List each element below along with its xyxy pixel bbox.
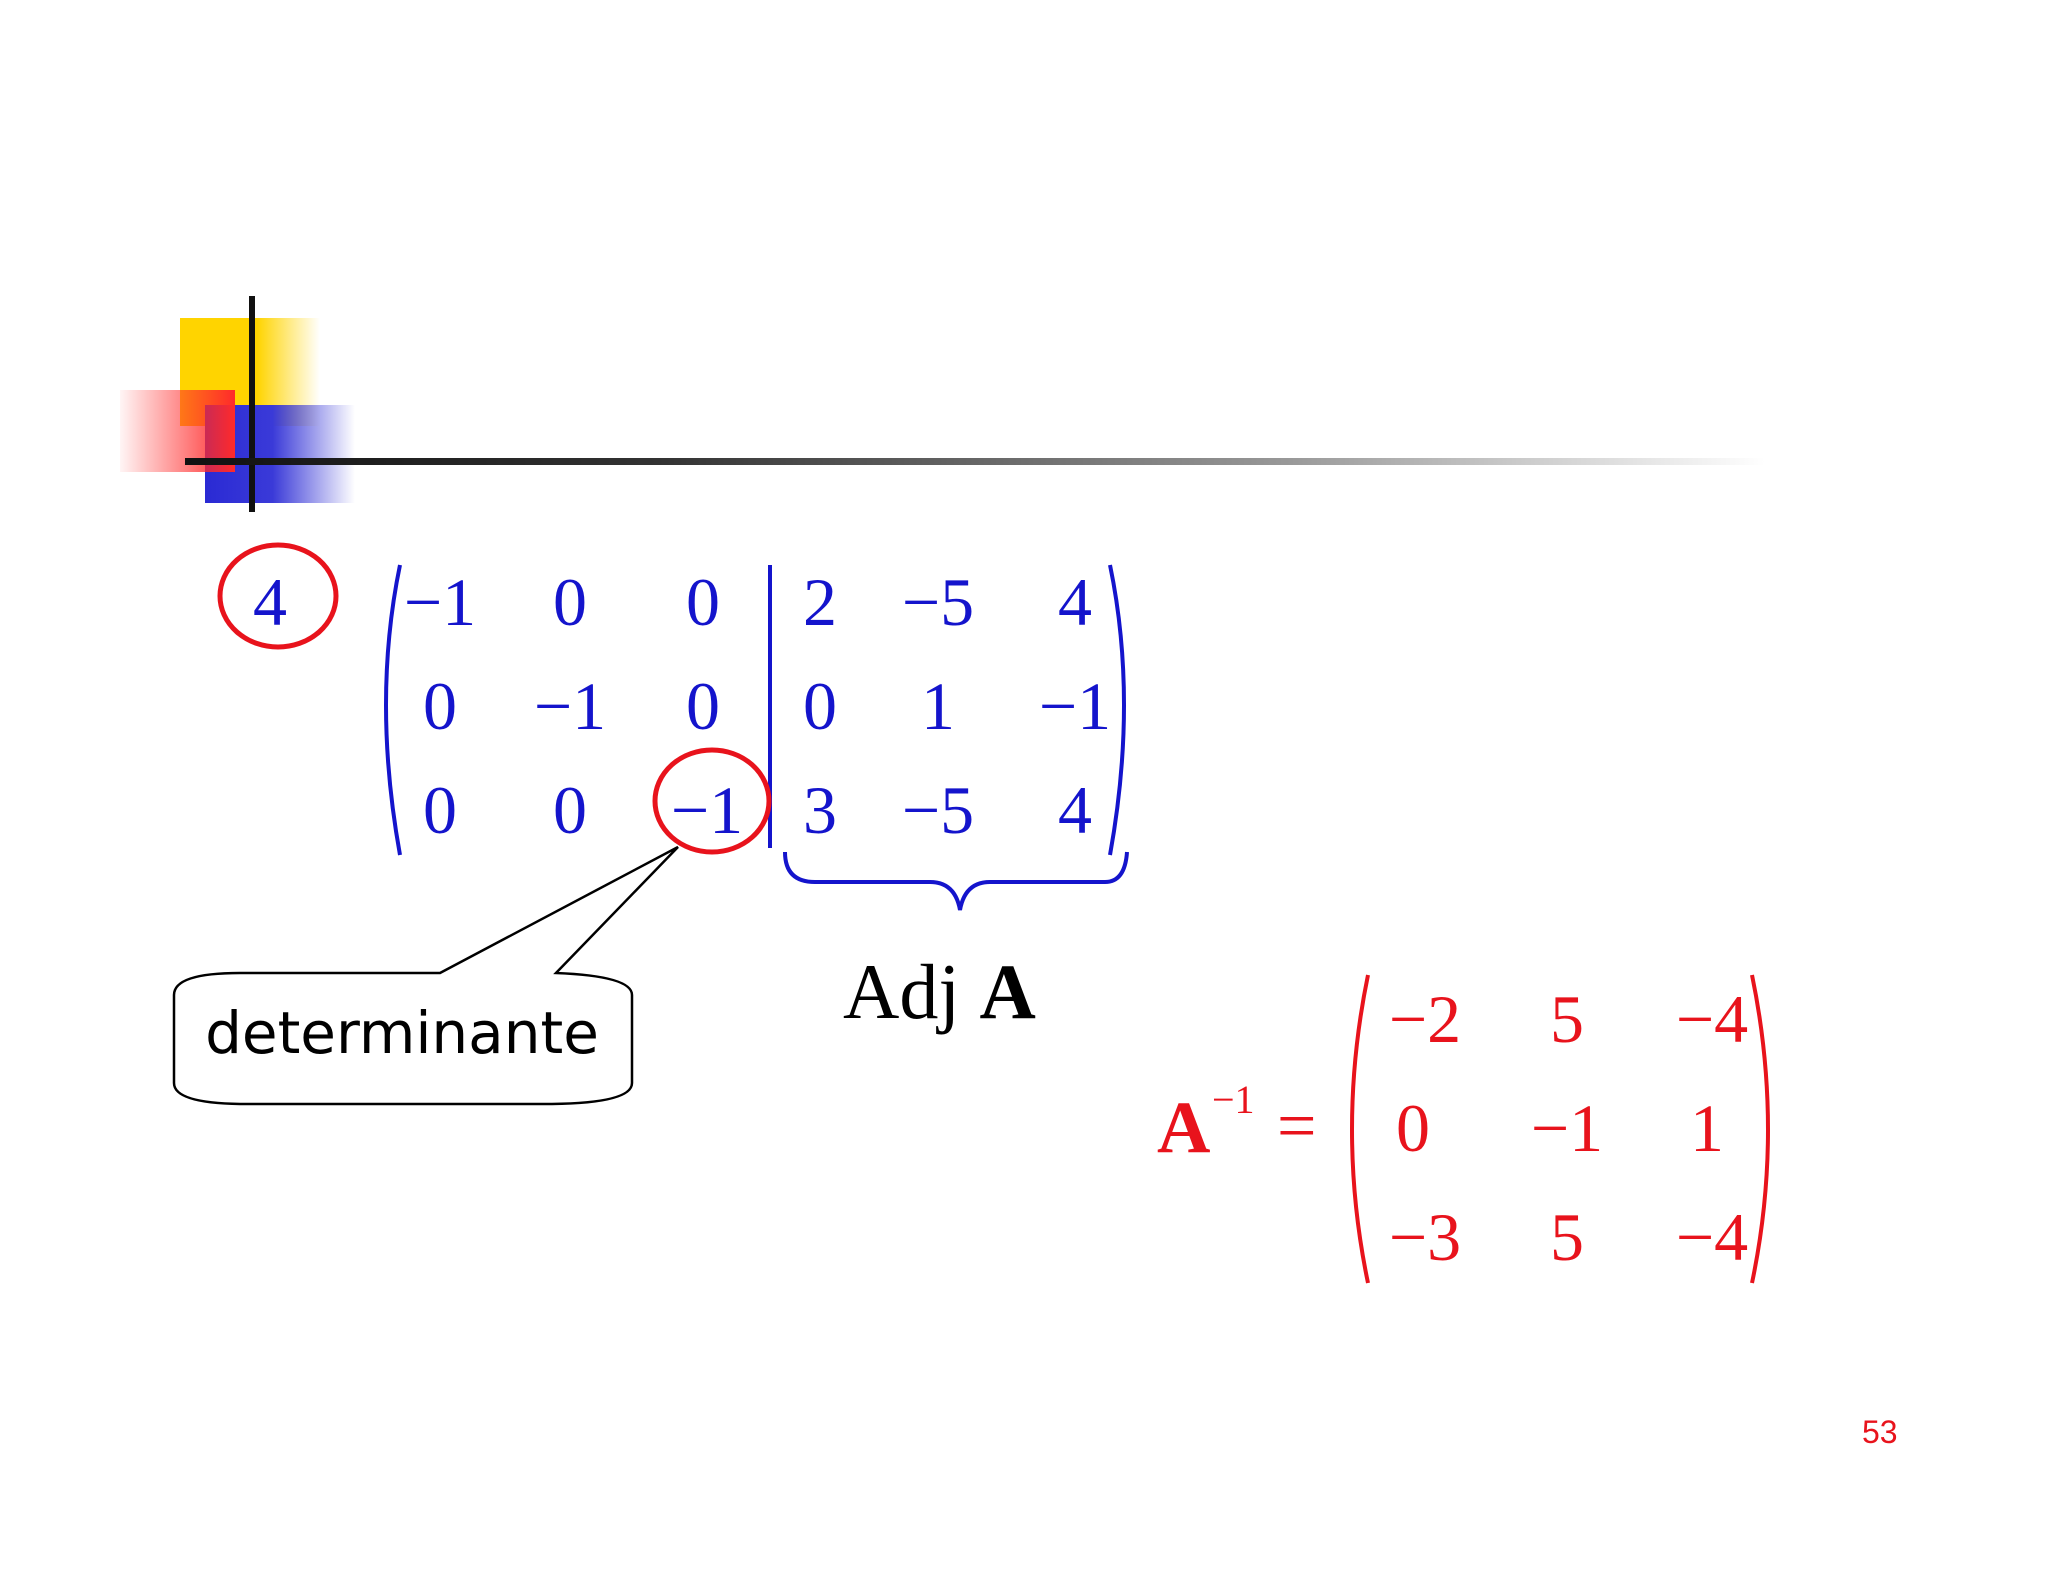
aug-right-r3c2: −5	[901, 772, 975, 848]
inverse-exponent: −1	[1212, 1077, 1255, 1122]
aug-left-r1c1: −1	[403, 564, 477, 640]
inverse-r1c3: −4	[1675, 981, 1749, 1057]
aug-left-r2c3: 0	[686, 668, 720, 744]
adj-label-prefix: Adj	[843, 948, 960, 1035]
inverse-equals: =	[1277, 1088, 1317, 1165]
aug-right-paren	[1108, 564, 1126, 856]
aug-left-r1c3: 0	[686, 564, 720, 640]
pivot-circle	[652, 747, 772, 855]
aug-left-paren	[384, 564, 402, 856]
inverse-r3c2: 5	[1550, 1199, 1584, 1275]
aug-right-r3c3: 4	[1058, 772, 1092, 848]
aug-right-r3c1: 3	[803, 772, 837, 848]
aug-right-r1c1: 2	[803, 564, 837, 640]
inverse-r1c1: −2	[1388, 981, 1462, 1057]
inverse-right-paren	[1750, 974, 1770, 1284]
aug-right-r2c2: 1	[921, 668, 955, 744]
aug-right-r2c1: 0	[803, 668, 837, 744]
inverse-r3c3: −4	[1675, 1199, 1749, 1275]
aug-left-r3c3: −1	[670, 772, 744, 848]
adj-label: Adj A	[843, 953, 1036, 1031]
inverse-r3c1: −3	[1388, 1199, 1462, 1275]
inverse-r1c2: 5	[1550, 981, 1584, 1057]
aug-left-r3c1: 0	[423, 772, 457, 848]
inverse-r2c2: −1	[1530, 1090, 1604, 1166]
aug-right-r1c3: 4	[1058, 564, 1092, 640]
inverse-r2c3: 1	[1690, 1090, 1724, 1166]
inverse-left-paren	[1350, 974, 1370, 1284]
decor-vertical-line	[249, 296, 255, 512]
aug-left-r2c1: 0	[423, 668, 457, 744]
determinant-value: 4	[253, 564, 287, 640]
callout-bubble	[172, 845, 679, 1106]
adj-label-matrix: A	[979, 948, 1036, 1035]
adj-underbrace	[783, 851, 1129, 911]
aug-right-r2c3: −1	[1038, 668, 1112, 744]
aug-left-r3c2: 0	[553, 772, 587, 848]
decor-horizontal-rule	[185, 458, 1765, 465]
page-number: 53	[1862, 1414, 1898, 1450]
determinant-circle	[217, 542, 339, 650]
aug-right-r1c2: −5	[901, 564, 975, 640]
inverse-label: A	[1157, 1087, 1211, 1169]
callout-text: determinante	[205, 999, 599, 1067]
inverse-r2c1: 0	[1396, 1090, 1430, 1166]
aug-left-r1c2: 0	[553, 564, 587, 640]
aug-left-r2c2: −1	[533, 668, 607, 744]
